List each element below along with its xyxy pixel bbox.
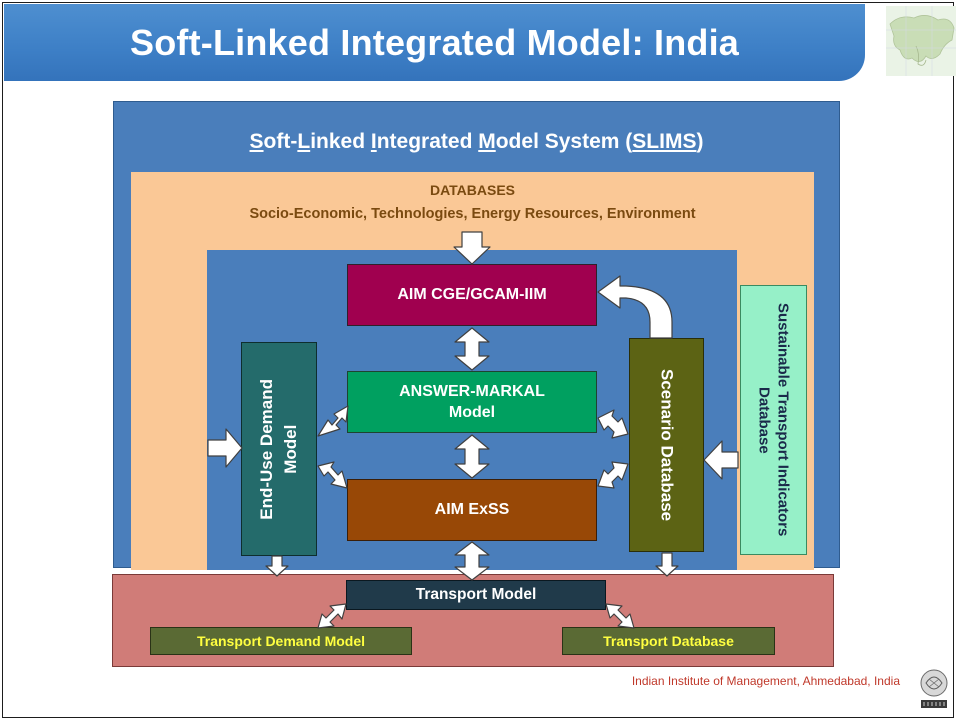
title-bar (4, 4, 865, 81)
arrow-transport-model-database (605, 603, 635, 629)
arrow-databases-to-aim-cge (453, 231, 491, 265)
arrow-end-use-answer-markal (317, 405, 349, 437)
arrow-transport-model-demand (317, 603, 347, 629)
scenario-database-label: Scenario Database (657, 368, 677, 522)
slims-heading: Soft-Linked Integrated Model System (SLI… (113, 130, 840, 154)
aim-exss-box: AIM ExSS (347, 479, 597, 541)
asia-map-thumbnail-icon (886, 6, 956, 76)
slims-title-part: ntegrated (376, 130, 479, 153)
arrow-into-end-use (207, 428, 243, 468)
answer-markal-label-1: ANSWER-MARKAL (399, 383, 545, 400)
arrow-answer-markal-scenario (597, 409, 629, 439)
arrow-stid-to-scenario (703, 440, 739, 480)
transport-database-label: Transport Database (603, 633, 734, 649)
slims-title-part: SLIMS (632, 130, 697, 153)
transport-database-box: Transport Database (562, 627, 775, 655)
arrow-end-use-exss (317, 461, 348, 489)
slims-title-part: inked (310, 130, 371, 153)
answer-markal-label-2: Model (448, 404, 496, 421)
slims-title-part: I (370, 130, 377, 153)
slims-title-part: ) (696, 130, 704, 153)
page-title: Soft-Linked Integrated Model: India (130, 21, 739, 63)
slims-title-part: odel System ( (495, 130, 633, 153)
arrow-scenario-down (655, 552, 679, 577)
aim-cge-label: AIM CGE/GCAM-IIM (397, 286, 547, 303)
stid-label-1: Sustainable Transport Indicators (774, 303, 792, 537)
slims-title-part: M (478, 130, 496, 153)
slims-title-part: L (297, 130, 311, 153)
databases-heading: DATABASES (429, 182, 516, 198)
transport-demand-model-box: Transport Demand Model (150, 627, 412, 655)
arrow-exss-scenario (597, 461, 629, 489)
arrow-aim-cge-answer-markal (454, 327, 490, 371)
slims-title-part: oft- (263, 130, 298, 153)
databases-subheading: Socio-Economic, Technologies, Energy Res… (249, 206, 696, 222)
transport-model-label: Transport Model (415, 586, 537, 603)
aim-exss-label: AIM ExSS (434, 501, 510, 518)
end-use-demand-box: End-Use Demand Model (241, 342, 317, 556)
iim-logo-icon (920, 669, 948, 708)
slims-title-part: S (249, 130, 264, 153)
sustainable-transport-indicators-box: Sustainable Transport Indicators Databas… (740, 285, 807, 555)
footer-institution: Indian Institute of Management, Ahmedaba… (631, 674, 900, 688)
arrow-answer-markal-exss (454, 434, 490, 479)
transport-model-box: Transport Model (346, 580, 606, 610)
aim-cge-box: AIM CGE/GCAM-IIM (347, 264, 597, 326)
arrow-exss-transport-model (454, 541, 490, 581)
arrow-end-use-down (265, 555, 289, 577)
answer-markal-box: ANSWER-MARKAL Model (347, 371, 597, 433)
transport-demand-model-label: Transport Demand Model (196, 633, 366, 649)
arrow-scenario-to-aim-cge (597, 275, 673, 339)
stid-label-2: Database (755, 386, 773, 454)
